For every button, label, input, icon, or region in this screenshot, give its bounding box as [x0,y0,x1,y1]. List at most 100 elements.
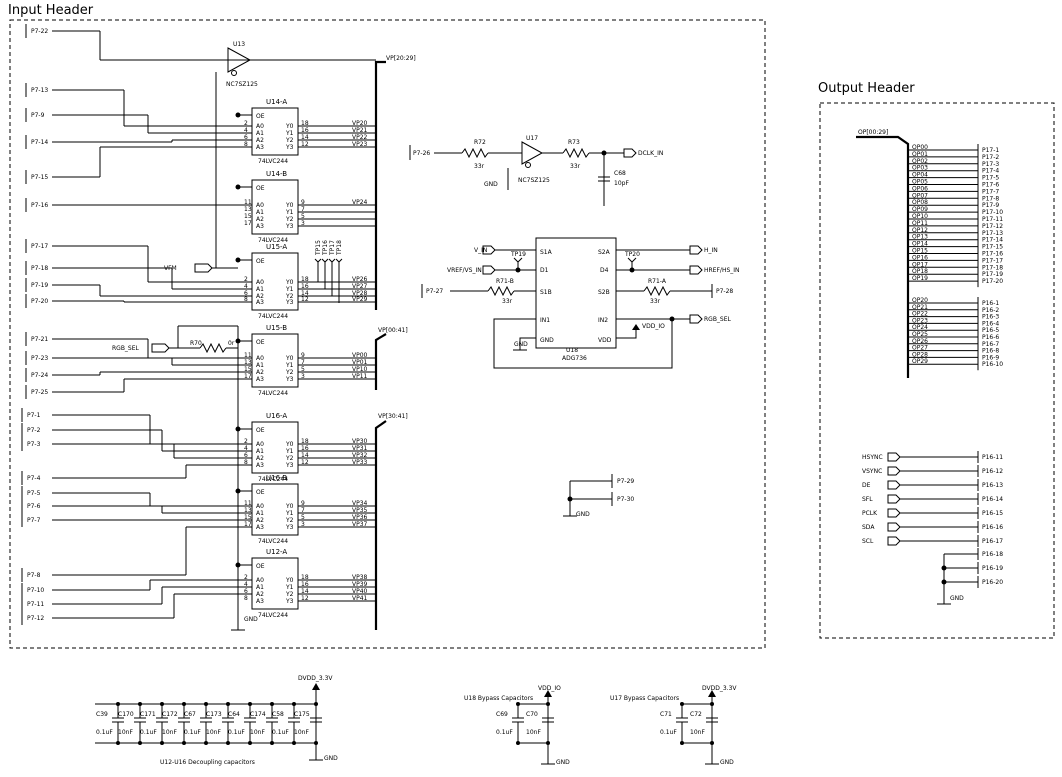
output-pin-label: P17-9 [982,202,999,209]
tp-label: TP15 [315,240,322,256]
pin-num: 8 [244,296,248,303]
output-pin-label: P17-7 [982,188,999,195]
output-pin-label: P16-19 [982,565,1003,572]
output-pin-label: P16-15 [982,510,1003,517]
bus-vp00-41 [374,333,387,390]
u18-switch: U18 ADG736 S1A D1 S1B IN1 GND S2A D4 S2B… [421,237,740,369]
tp-marker [335,258,343,263]
svg-text:RGB_SEL: RGB_SEL [704,316,732,323]
oe-pin: OE [256,258,265,265]
net-label: VP30 [352,438,368,445]
y-pin: Y3 [285,144,294,151]
pin-num: 17 [244,521,252,528]
junction [248,702,252,706]
input-pin-label: P7-6 [27,503,41,510]
cap-value: 0.1uF [140,729,157,736]
output-net-label: VSYNC [862,468,882,475]
y-pin: Y2 [285,591,294,598]
tp-marker [321,258,329,263]
pin-num: 18 [301,574,309,581]
cap-ref: C67 [184,711,196,718]
chip-part: 74LVC244 [258,538,288,545]
junction [270,702,274,706]
a-pin: A1 [256,584,264,591]
net-label: VP22 [352,134,368,141]
a-pin: A0 [256,202,264,209]
y-pin: Y1 [285,510,294,517]
bus-vp00-41-label: VP[00:41] [378,327,408,334]
oe-pin: OE [256,489,265,496]
output-pin-label: P16-6 [982,334,999,341]
y-pin: Y3 [285,299,294,306]
pin-num: 14 [301,134,309,141]
net-flag [887,522,901,532]
bus-vp20-29 [374,60,386,310]
cap-group-label: U17 Bypass Capacitors [610,695,679,702]
svg-text:NC7SZ125: NC7SZ125 [226,81,258,88]
pin-num: 16 [301,581,309,588]
net-label: VP28 [352,290,368,297]
a-pin: A2 [256,591,264,598]
output-header-frame [819,102,1055,639]
output-pin-label: P16-1 [982,300,999,307]
input-pin-label: P7-13 [31,87,48,94]
chip-body [251,252,299,311]
junction [204,702,208,706]
svg-text:33r: 33r [474,163,485,170]
cap-ref: C70 [526,711,538,718]
cap-value: 10nF [250,729,265,736]
pin-num: 7 [301,507,305,514]
y-pin: Y2 [285,517,294,524]
gnd-label: GND [244,616,258,623]
pin-num: 11 [244,199,252,206]
input-pin-label: P7-23 [31,355,48,362]
svg-text:R73: R73 [568,139,580,146]
input-header-frame [9,19,766,649]
a-pin: A3 [256,144,264,151]
a-pin: A2 [256,517,264,524]
output-net-label: OP21 [912,304,928,311]
junction [138,702,142,706]
y-pin: Y2 [285,216,294,223]
net-label: VP29 [352,296,368,303]
pin-num: 14 [301,588,309,595]
y-pin: Y0 [285,279,294,286]
junction [160,741,164,745]
y-pin: Y3 [285,524,294,531]
output-net-label: OP08 [912,199,928,206]
bus-vp30-41 [374,420,387,630]
cap-ref: C58 [272,711,284,718]
output-net-label: OP11 [912,220,928,227]
junction [516,741,520,745]
svg-text:10pF: 10pF [614,180,629,187]
junction [138,741,142,745]
pin-num: 5 [301,213,305,220]
svg-text:R71-B: R71-B [496,278,514,285]
input-pin-label: P7-8 [27,572,41,579]
output-net-label: OP05 [912,179,928,186]
svg-text:P7-28: P7-28 [716,288,733,295]
output-pin-label: P17-2 [982,154,999,161]
oe-pin: OE [256,427,265,434]
cap-ref: C175 [294,711,310,718]
cap-value: 10nF [294,729,309,736]
input-pin-label: P7-1 [27,412,41,419]
net-flag [887,494,901,504]
cap-value: 0.1uF [272,729,289,736]
net-label: VP10 [352,366,368,373]
output-pin-label: P16-11 [982,454,1003,461]
cap-value: 10nF [162,729,177,736]
output-net-label: OP03 [912,165,928,172]
chip-body [251,333,299,388]
svg-text:IN2: IN2 [598,317,608,324]
y-pin: Y1 [285,584,294,591]
gnd-label: GND [324,755,338,762]
cap-value: 10nF [206,729,221,736]
svg-text:S1B: S1B [540,289,552,296]
input-pin-label: P7-21 [31,336,48,343]
net-label: VP11 [352,373,368,380]
input-pins-bottom: P7-1P7-2P7-3P7-4P7-5P7-6P7-7P7-8P7-10P7-… [21,408,252,625]
pin-num: 18 [301,438,309,445]
y-pin: Y2 [285,137,294,144]
